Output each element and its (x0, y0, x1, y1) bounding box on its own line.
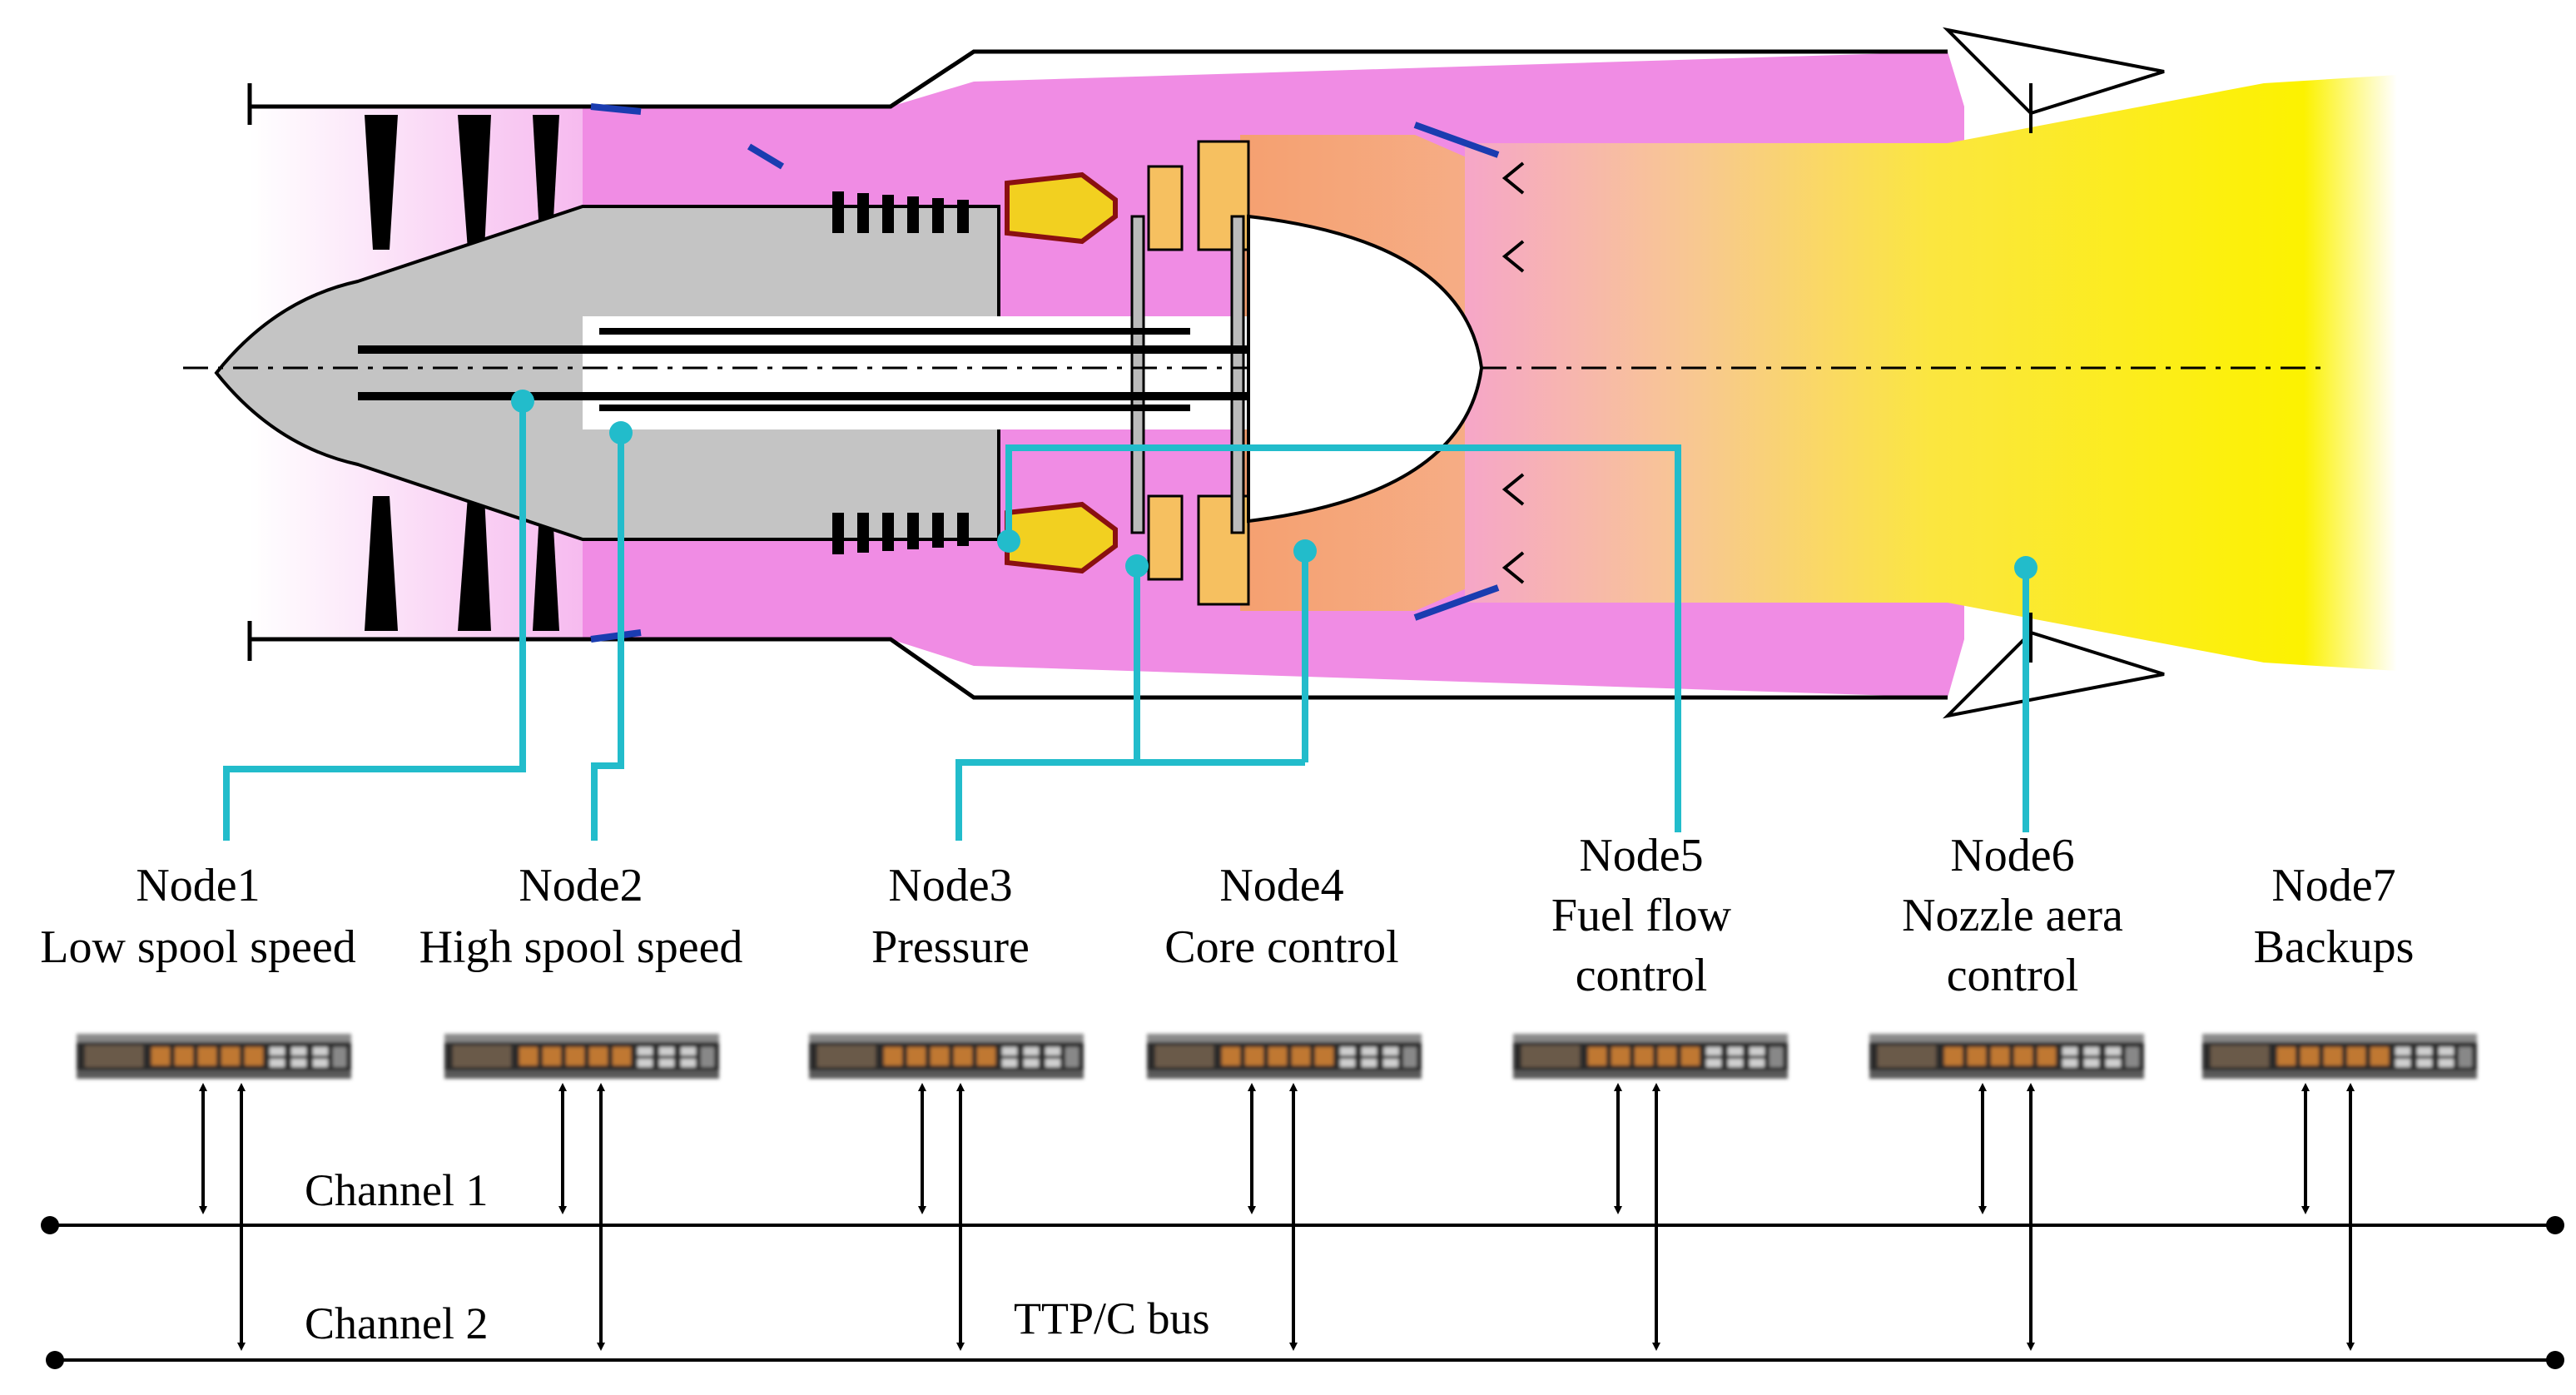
sensor-line-node1 (223, 401, 526, 841)
combustor-bottom (1005, 501, 1118, 574)
node7-id: Node7 (2271, 860, 2395, 911)
sensor-point-low-spool (511, 390, 534, 413)
sensor-line-node5 (1005, 444, 1681, 832)
nozzle-actuator-lines (590, 103, 1500, 643)
bus-name-label: TTP/C bus (1014, 1293, 1210, 1343)
turbofan-engine (183, 27, 2397, 719)
hp-compressor-blades (832, 191, 969, 554)
sensor-point-nozzle (2014, 556, 2037, 579)
node1-device (77, 1034, 351, 1079)
node3-function: Pressure (871, 921, 1030, 973)
sensor-line-node3 (955, 566, 1140, 841)
sensor-point-pressure (1125, 554, 1149, 578)
channel1-end-left (41, 1216, 59, 1234)
node4-device (1147, 1034, 1422, 1079)
core-passage (583, 316, 1298, 429)
node5-id: Node5 (1579, 830, 1703, 881)
channel1-end-right (2546, 1216, 2564, 1234)
node7-device (2202, 1034, 2477, 1079)
sensor-points (511, 390, 2037, 579)
outer-casing-bottom (250, 637, 1948, 700)
node5-device (1513, 1034, 1788, 1079)
node6-id: Node6 (1950, 830, 2074, 881)
fan-blades (365, 115, 559, 631)
node2-device (444, 1034, 719, 1079)
node5-function-line2: control (1576, 950, 1708, 1001)
outer-casing-top (250, 49, 1948, 109)
node3-device (809, 1034, 1084, 1079)
combustor-top (1005, 171, 1118, 245)
node6-device (1869, 1034, 2144, 1079)
sensor-point-high-spool (609, 421, 633, 444)
node7-function: Backups (2254, 921, 2415, 973)
sensor-point-combustor (997, 529, 1020, 553)
channel2-label: Channel 2 (305, 1298, 488, 1348)
node1-function: Low spool speed (40, 921, 356, 973)
node3-id: Node3 (888, 860, 1012, 911)
node-labels: Node1 Low spool speed Node2 High spool s… (40, 830, 2414, 1001)
sensor-point-core (1293, 539, 1317, 563)
exhaust-plume (1465, 75, 2397, 671)
afterburner-flameholders (1501, 161, 1525, 584)
sensor-lines (223, 401, 2029, 841)
node-devices (77, 1034, 2477, 1079)
channel2-end-right (2546, 1351, 2564, 1369)
channel2-end-left (46, 1351, 64, 1369)
node6-function-line1: Nozzle aera (1902, 890, 2123, 941)
node4-id: Node4 (1219, 860, 1343, 911)
sensor-line-node2 (591, 433, 624, 841)
node5-function-line1: Fuel flow (1551, 890, 1732, 941)
channel1-label: Channel 1 (305, 1165, 488, 1215)
turbine-shafts (1130, 215, 1245, 534)
node2-function: High spool speed (419, 921, 743, 973)
node2-id: Node2 (519, 860, 643, 911)
node4-function: Core control (1164, 921, 1398, 973)
node6-function-line2: control (1947, 950, 2079, 1001)
node1-id: Node1 (136, 860, 260, 911)
variable-nozzle (1942, 27, 2165, 719)
ttpc-bus: Channel 1 Channel 2 TTP/C bus (41, 1165, 2564, 1369)
bus-connections (199, 1083, 2355, 1351)
